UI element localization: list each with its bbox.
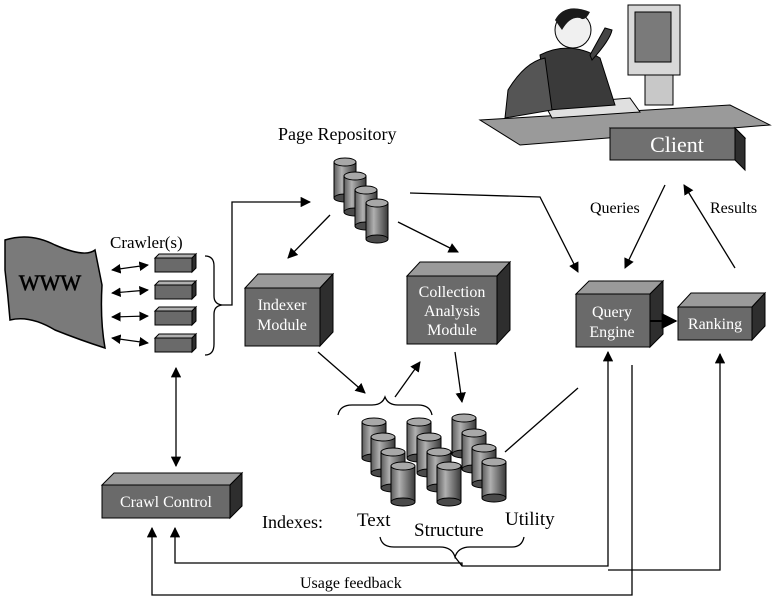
query-engine-line-1: Query	[592, 304, 632, 321]
structure-index-label: Structure	[414, 520, 484, 541]
www-crawler-arrows	[111, 261, 149, 347]
indexes-to-query-engine-line	[504, 387, 579, 453]
text-index-cylinders	[361, 417, 416, 507]
crawler-box	[153, 305, 198, 327]
module-index-arrows	[317, 351, 466, 404]
client-label: Client	[650, 132, 704, 157]
usage-feedback-label: Usage feedback	[300, 575, 402, 592]
ranking-box: Ranking	[676, 291, 767, 342]
text-index-label: Text	[357, 510, 391, 531]
index-cylinder	[390, 461, 416, 507]
crawler-to-repository-arrow	[222, 196, 312, 306]
crawler-box	[153, 279, 198, 301]
page-repository-cylinders	[333, 157, 389, 244]
collection-module-line-2: Analysis	[424, 303, 480, 320]
indexer-module-box: Indexer Module	[243, 272, 335, 348]
client-box: Client	[608, 126, 747, 172]
indexes-top-brace	[337, 395, 433, 416]
ranking-label: Ranking	[688, 316, 742, 333]
crawler-box	[153, 332, 198, 354]
query-engine-box: Query Engine	[574, 279, 665, 349]
indexer-module-line-2: Module	[257, 317, 307, 334]
usage-feedback-lines	[146, 350, 726, 596]
utility-index-label: Utility	[505, 509, 555, 530]
queries-label: Queries	[590, 200, 640, 217]
utility-index-cylinders	[451, 413, 507, 503]
client-person-illustration	[478, 4, 772, 146]
index-cylinder	[436, 461, 462, 507]
crawl-control-label: Crawl Control	[120, 494, 213, 511]
collection-analysis-module-box: Collection Analysis Module	[405, 260, 512, 346]
indexer-module-line-1: Indexer	[258, 297, 308, 314]
page-repository-label: Page Repository	[278, 124, 397, 144]
crawl-control-box: Crawl Control	[100, 471, 244, 520]
index-cylinder	[481, 457, 507, 503]
www-cloud: WWW	[4, 236, 106, 350]
query-engine-line-2: Engine	[589, 324, 634, 341]
repository-arrows	[287, 192, 579, 273]
repository-cylinder	[365, 198, 389, 244]
queries-arrow	[624, 184, 666, 269]
www-label: WWW	[19, 270, 82, 295]
crawler-boxes	[153, 252, 198, 354]
results-label: Results	[710, 200, 757, 217]
collection-module-line-1: Collection	[419, 284, 486, 301]
collection-module-line-3: Module	[427, 322, 477, 339]
crawler-box	[153, 252, 198, 274]
crawlers-label: Crawler(s)	[110, 233, 183, 252]
structure-index-cylinders	[406, 417, 462, 507]
crawler-brace	[204, 255, 223, 356]
indexes-label: Indexes:	[262, 512, 323, 532]
results-arrow	[683, 184, 736, 269]
